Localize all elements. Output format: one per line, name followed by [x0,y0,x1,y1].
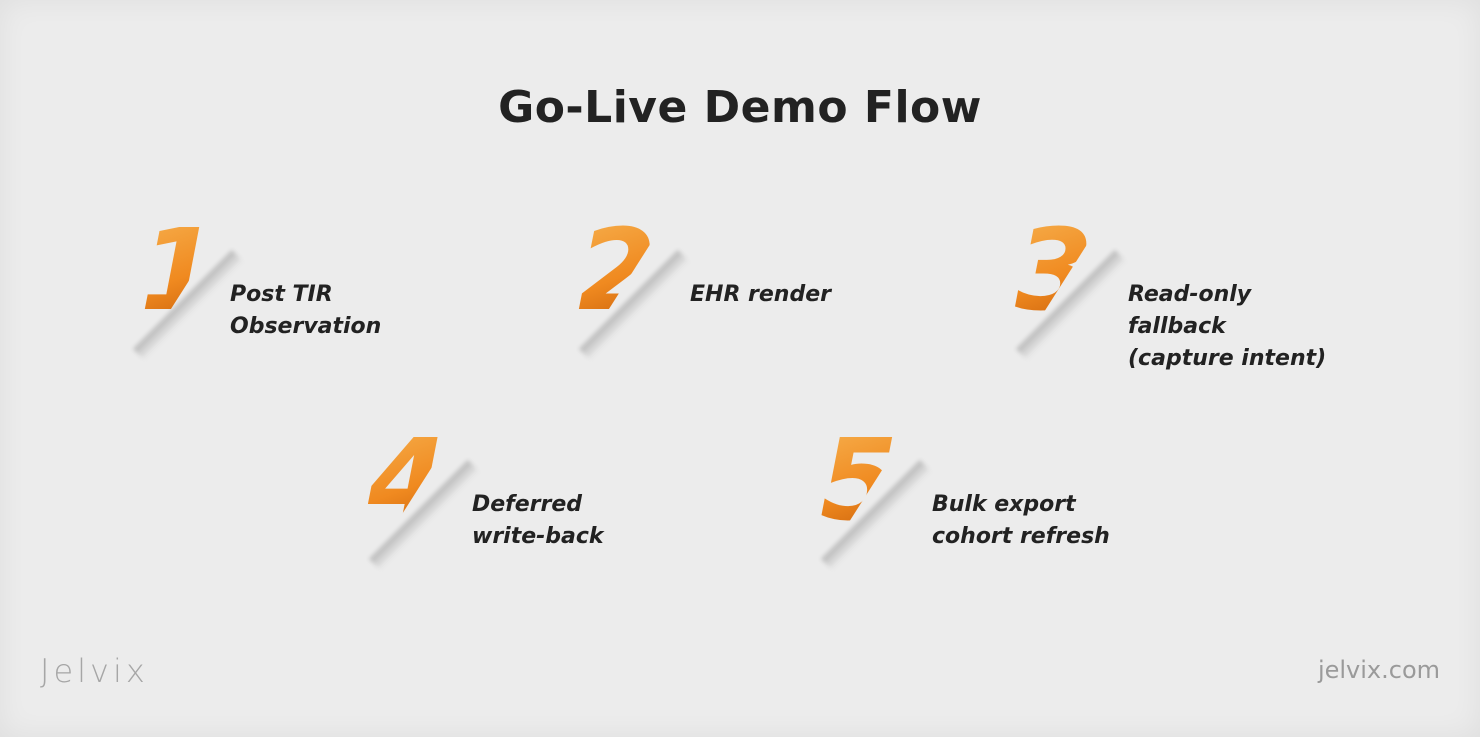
step-label: Read-only fallback (capture intent) [1128,282,1327,371]
step-label: Deferred write-back [472,492,604,549]
jelvix-logo: Jelvix [40,652,149,690]
step-2: 2 EHR render [578,215,978,375]
step-label: EHR render [690,282,831,307]
step-4: 4 Deferred write-back [368,425,768,585]
step-label: Bulk export cohort refresh [932,492,1110,549]
step-5: 5 Bulk export cohort refresh [820,425,1220,585]
page-title: Go-Live Demo Flow [498,82,982,133]
step-3: 3 Read-only fallback (capture intent) [1015,215,1415,375]
site-url: jelvix.com [1317,656,1440,684]
step-1: 1 Post TIR Observation [133,215,540,375]
step-label: Post TIR Observation [230,282,382,339]
